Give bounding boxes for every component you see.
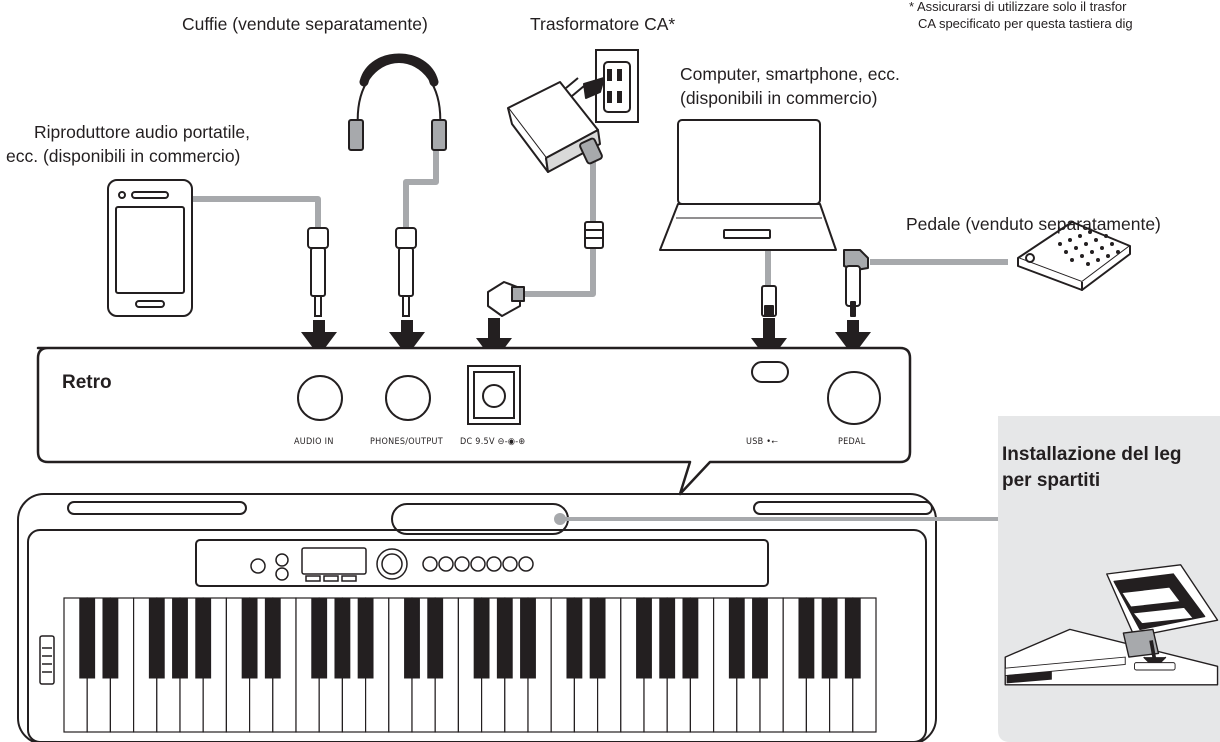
black-key <box>241 597 258 679</box>
inset-panel-corner <box>998 416 1012 430</box>
port-label-phones: PHONES/OUTPUT <box>370 437 443 447</box>
cables <box>192 150 1008 297</box>
port-label-audio-in: AUDIO IN <box>294 437 334 447</box>
port-label-dc: DC 9.5V ⊖-◉-⊕ <box>460 437 525 447</box>
black-key <box>264 597 281 679</box>
black-key <box>102 597 119 679</box>
black-key <box>79 597 96 679</box>
adapter-footnote-line1: * Assicurarsi di utilizzare solo il tras… <box>909 0 1127 14</box>
black-key <box>520 597 536 679</box>
black-key <box>844 597 861 679</box>
label-computer-line2: (disponibili in commercio) <box>680 88 878 108</box>
rear-panel-ports <box>297 361 881 425</box>
black-key <box>636 597 652 679</box>
black-key <box>172 597 188 679</box>
black-key <box>589 597 606 679</box>
port-label-usb: USB •⭠ <box>746 437 778 447</box>
pitch-bend-wheel <box>39 635 55 685</box>
control-panel <box>250 547 534 582</box>
black-key <box>404 597 420 679</box>
adapter-footnote-line2: CA specificato per questa tastiera dig <box>918 16 1133 31</box>
label-headphones: Cuffie (vendute separatamente) <box>182 14 428 34</box>
music-stand-slot-pointer <box>554 513 998 525</box>
computer-icon <box>659 119 837 317</box>
label-pedal: Pedale (venduto separatamente) <box>906 214 1161 234</box>
black-key <box>311 597 328 679</box>
rear-panel-title: Retro <box>62 372 112 393</box>
label-adapter: Trasformatore CA* <box>530 14 676 34</box>
black-keys <box>79 597 861 679</box>
black-key <box>427 597 444 679</box>
inset-title-line2: per spartiti <box>1002 470 1101 491</box>
label-player-line2: ecc. (disponibili in commercio) <box>6 146 241 166</box>
portable-player-icon <box>107 179 193 317</box>
black-key <box>334 597 351 679</box>
wall-outlet-icon <box>595 49 639 123</box>
black-key <box>496 597 513 679</box>
black-key <box>566 597 583 679</box>
headphones-icon <box>348 53 447 151</box>
black-key <box>473 597 490 679</box>
pedal-icon <box>843 221 1131 317</box>
black-key <box>659 597 676 679</box>
black-key <box>148 597 165 679</box>
port-label-dc-text: DC 9.5V <box>460 437 495 447</box>
dc-polarity-icon: ⊖-◉-⊕ <box>497 437 526 447</box>
black-key <box>682 597 699 679</box>
black-key <box>357 597 374 679</box>
inset-title-line1: Installazione del leg <box>1002 444 1182 465</box>
port-label-pedal: PEDAL <box>838 437 866 447</box>
label-computer-line1: Computer, smartphone, ecc. <box>680 64 900 84</box>
black-key <box>798 597 815 679</box>
jack-plugs <box>307 227 417 317</box>
keyboard-body <box>17 493 937 742</box>
label-player-line1: Riproduttore audio portatile, <box>34 122 250 142</box>
port-label-usb-text: USB <box>746 437 764 447</box>
black-key <box>195 597 212 679</box>
music-stand-illustration <box>1004 564 1219 686</box>
usb-icon: •⭠ <box>766 437 779 447</box>
ac-adapter-icon <box>487 77 605 317</box>
black-key <box>821 597 838 679</box>
black-key <box>728 597 745 679</box>
black-key <box>752 597 768 679</box>
